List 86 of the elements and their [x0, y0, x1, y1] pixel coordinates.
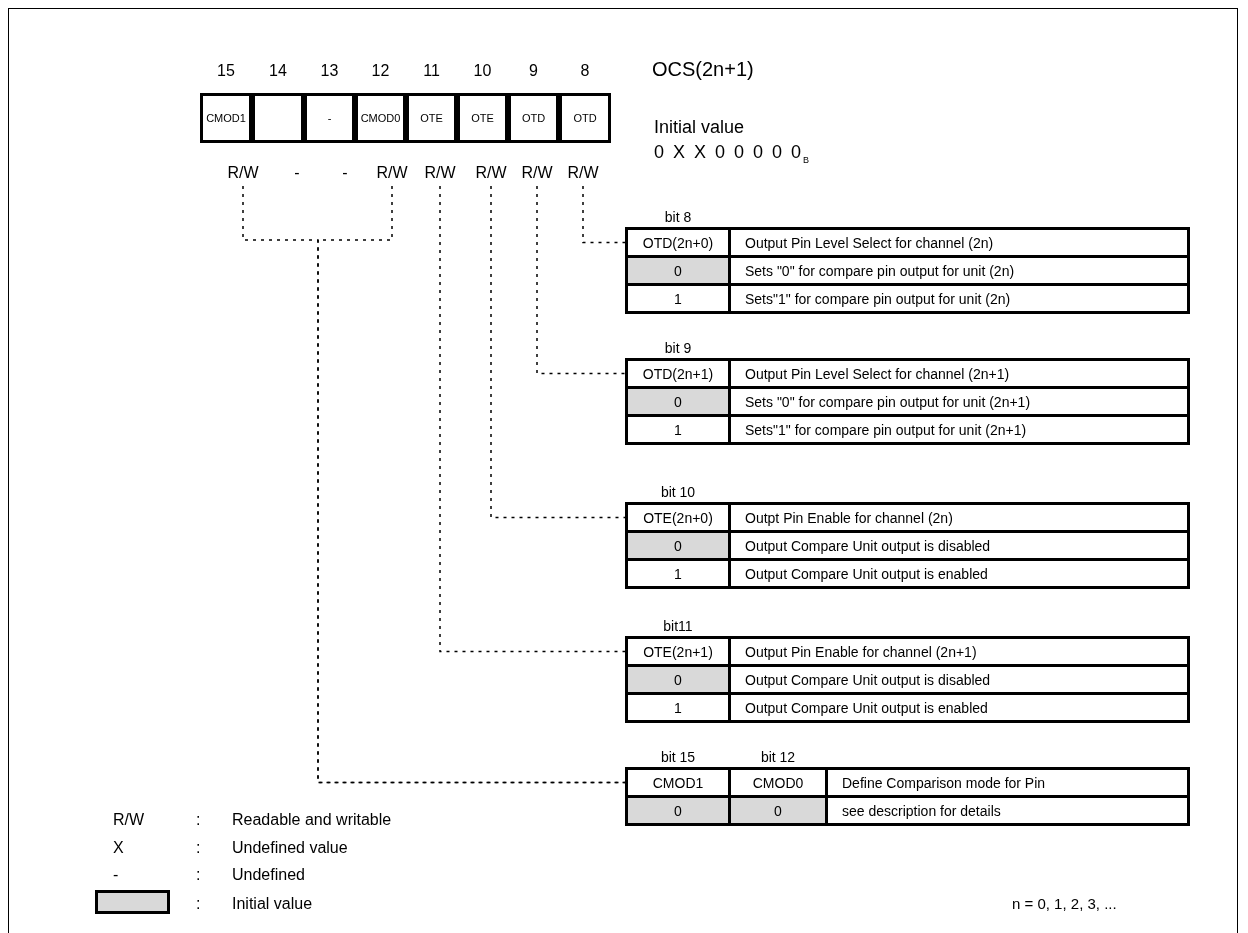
bit-name: OTD [521, 112, 546, 124]
leader-line [317, 185, 626, 784]
value-cell: 1 [626, 693, 730, 722]
bit-heading: bit 9 [664, 340, 692, 356]
legend-key: - [113, 866, 119, 884]
leader-line [582, 185, 626, 244]
field-name-cell: Output Pin Level Select for channel (2n) [729, 228, 1189, 257]
bit-heading: bit 8 [664, 209, 692, 225]
legend-colon: : [196, 811, 201, 829]
bit-number: 10 [473, 62, 492, 80]
register-bit-cell [457, 93, 508, 143]
bit-name: CMOD0 [360, 112, 401, 124]
legend-text: Initial value [232, 895, 313, 913]
field-name-cell: OTD(2n+0) [626, 228, 730, 257]
leader-line [439, 185, 626, 653]
value-cell: 0 [626, 387, 730, 416]
legend-key: X [113, 839, 124, 857]
legend-description: Readable and writable [232, 811, 392, 829]
bit-name: - [327, 112, 332, 124]
initial-value: 0 X X 0 0 0 0 0$_{B}$ [654, 142, 810, 165]
bit-name: OTE [420, 112, 443, 124]
legend-description: Undefined [232, 866, 305, 884]
leader-line [490, 185, 626, 519]
register-bit-cell [355, 93, 406, 143]
value-cell: 0 [626, 256, 730, 285]
description-cell: Output Compare Unit output is enabled [729, 559, 1189, 588]
description-cell: Sets"1" for compare pin output for unit (2n) [729, 284, 1189, 313]
leader-line [536, 185, 626, 375]
register-bit-cell [559, 93, 611, 143]
access-label: R/W [376, 164, 408, 182]
description-cell: Sets "0" for compare pin output for unit (2n+1) [729, 387, 1189, 416]
field-name-cell: Output Pin Enable for channel (2n+1) [729, 637, 1189, 666]
field-name-cell: CMOD1 [626, 768, 730, 797]
access-label: R/W [424, 164, 456, 182]
value-cell: 1 [626, 559, 730, 588]
bit-heading: bit 12 [760, 749, 796, 765]
bit-heading: bit 15 [660, 749, 696, 765]
legend-description: Undefined value [232, 839, 348, 857]
value-cell: 1 [626, 284, 730, 313]
field-name-cell: OTD(2n+1) [626, 359, 730, 388]
field-name-cell: Output Pin Level Select for channel (2n+1) [729, 359, 1189, 388]
bit-number: 13 [320, 62, 339, 80]
description-cell: Sets"1" for compare pin output for unit (2n+1) [729, 415, 1189, 444]
field-name-cell: Outpt Pin Enable for channel (2n) [729, 503, 1189, 532]
bit-heading: bit 10 [660, 484, 696, 500]
access-label: R/W [521, 164, 553, 182]
field-name-cell: OTE(2n+1) [626, 637, 730, 666]
bit-name: OTD [573, 112, 597, 124]
description-cell: Output Compare Unit output is disabled [729, 531, 1189, 560]
bit-number: 11 [423, 62, 440, 80]
access-label: R/W [475, 164, 507, 182]
footnote: n = 0, 1, 2, 3, ... [1012, 895, 1117, 912]
bit-name: OTE [471, 112, 494, 124]
description-cell: Output Compare Unit output is disabled [729, 665, 1189, 694]
bit-number: 12 [371, 62, 390, 80]
value-cell: 0 [626, 531, 730, 560]
bit-number: 9 [529, 62, 538, 80]
legend-colon: : [196, 895, 201, 913]
description-cell: Output Compare Unit output is enabled [729, 693, 1189, 722]
bit-heading: bit11 [663, 618, 693, 634]
bit-number: 15 [217, 62, 235, 80]
value-cell: 0 [626, 665, 730, 694]
register-bit-cell [508, 93, 559, 143]
bit-name: CMOD1 [206, 112, 246, 124]
value-cell: 1 [626, 415, 730, 444]
access-label: - [342, 164, 348, 182]
leader-line [242, 185, 626, 784]
legend-key: R/W [113, 811, 145, 829]
register-bit-cell [200, 93, 252, 143]
register-title: OCS(2n+1) [652, 58, 754, 81]
legend-colon: : [196, 866, 201, 884]
description-cell: Sets "0" for compare pin output for unit (2n) [729, 256, 1189, 285]
bit-number: 8 [580, 62, 590, 80]
value-cell: 0 [626, 796, 730, 825]
field-name-cell: OTE(2n+0) [626, 503, 730, 532]
bit-number: 14 [269, 62, 287, 80]
description-cell: see description for details [826, 796, 1189, 825]
legend-colon: : [196, 839, 201, 857]
register-bit-cell [304, 93, 355, 143]
register-bit-cell [406, 93, 457, 143]
access-label: R/W [567, 164, 599, 182]
field-name-cell: Define Comparison mode for Pin [826, 768, 1189, 797]
access-label: R/W [227, 164, 259, 182]
value-cell: 0 [729, 796, 827, 825]
initial-value-label: Initial value [654, 117, 745, 138]
access-label: - [294, 164, 300, 182]
